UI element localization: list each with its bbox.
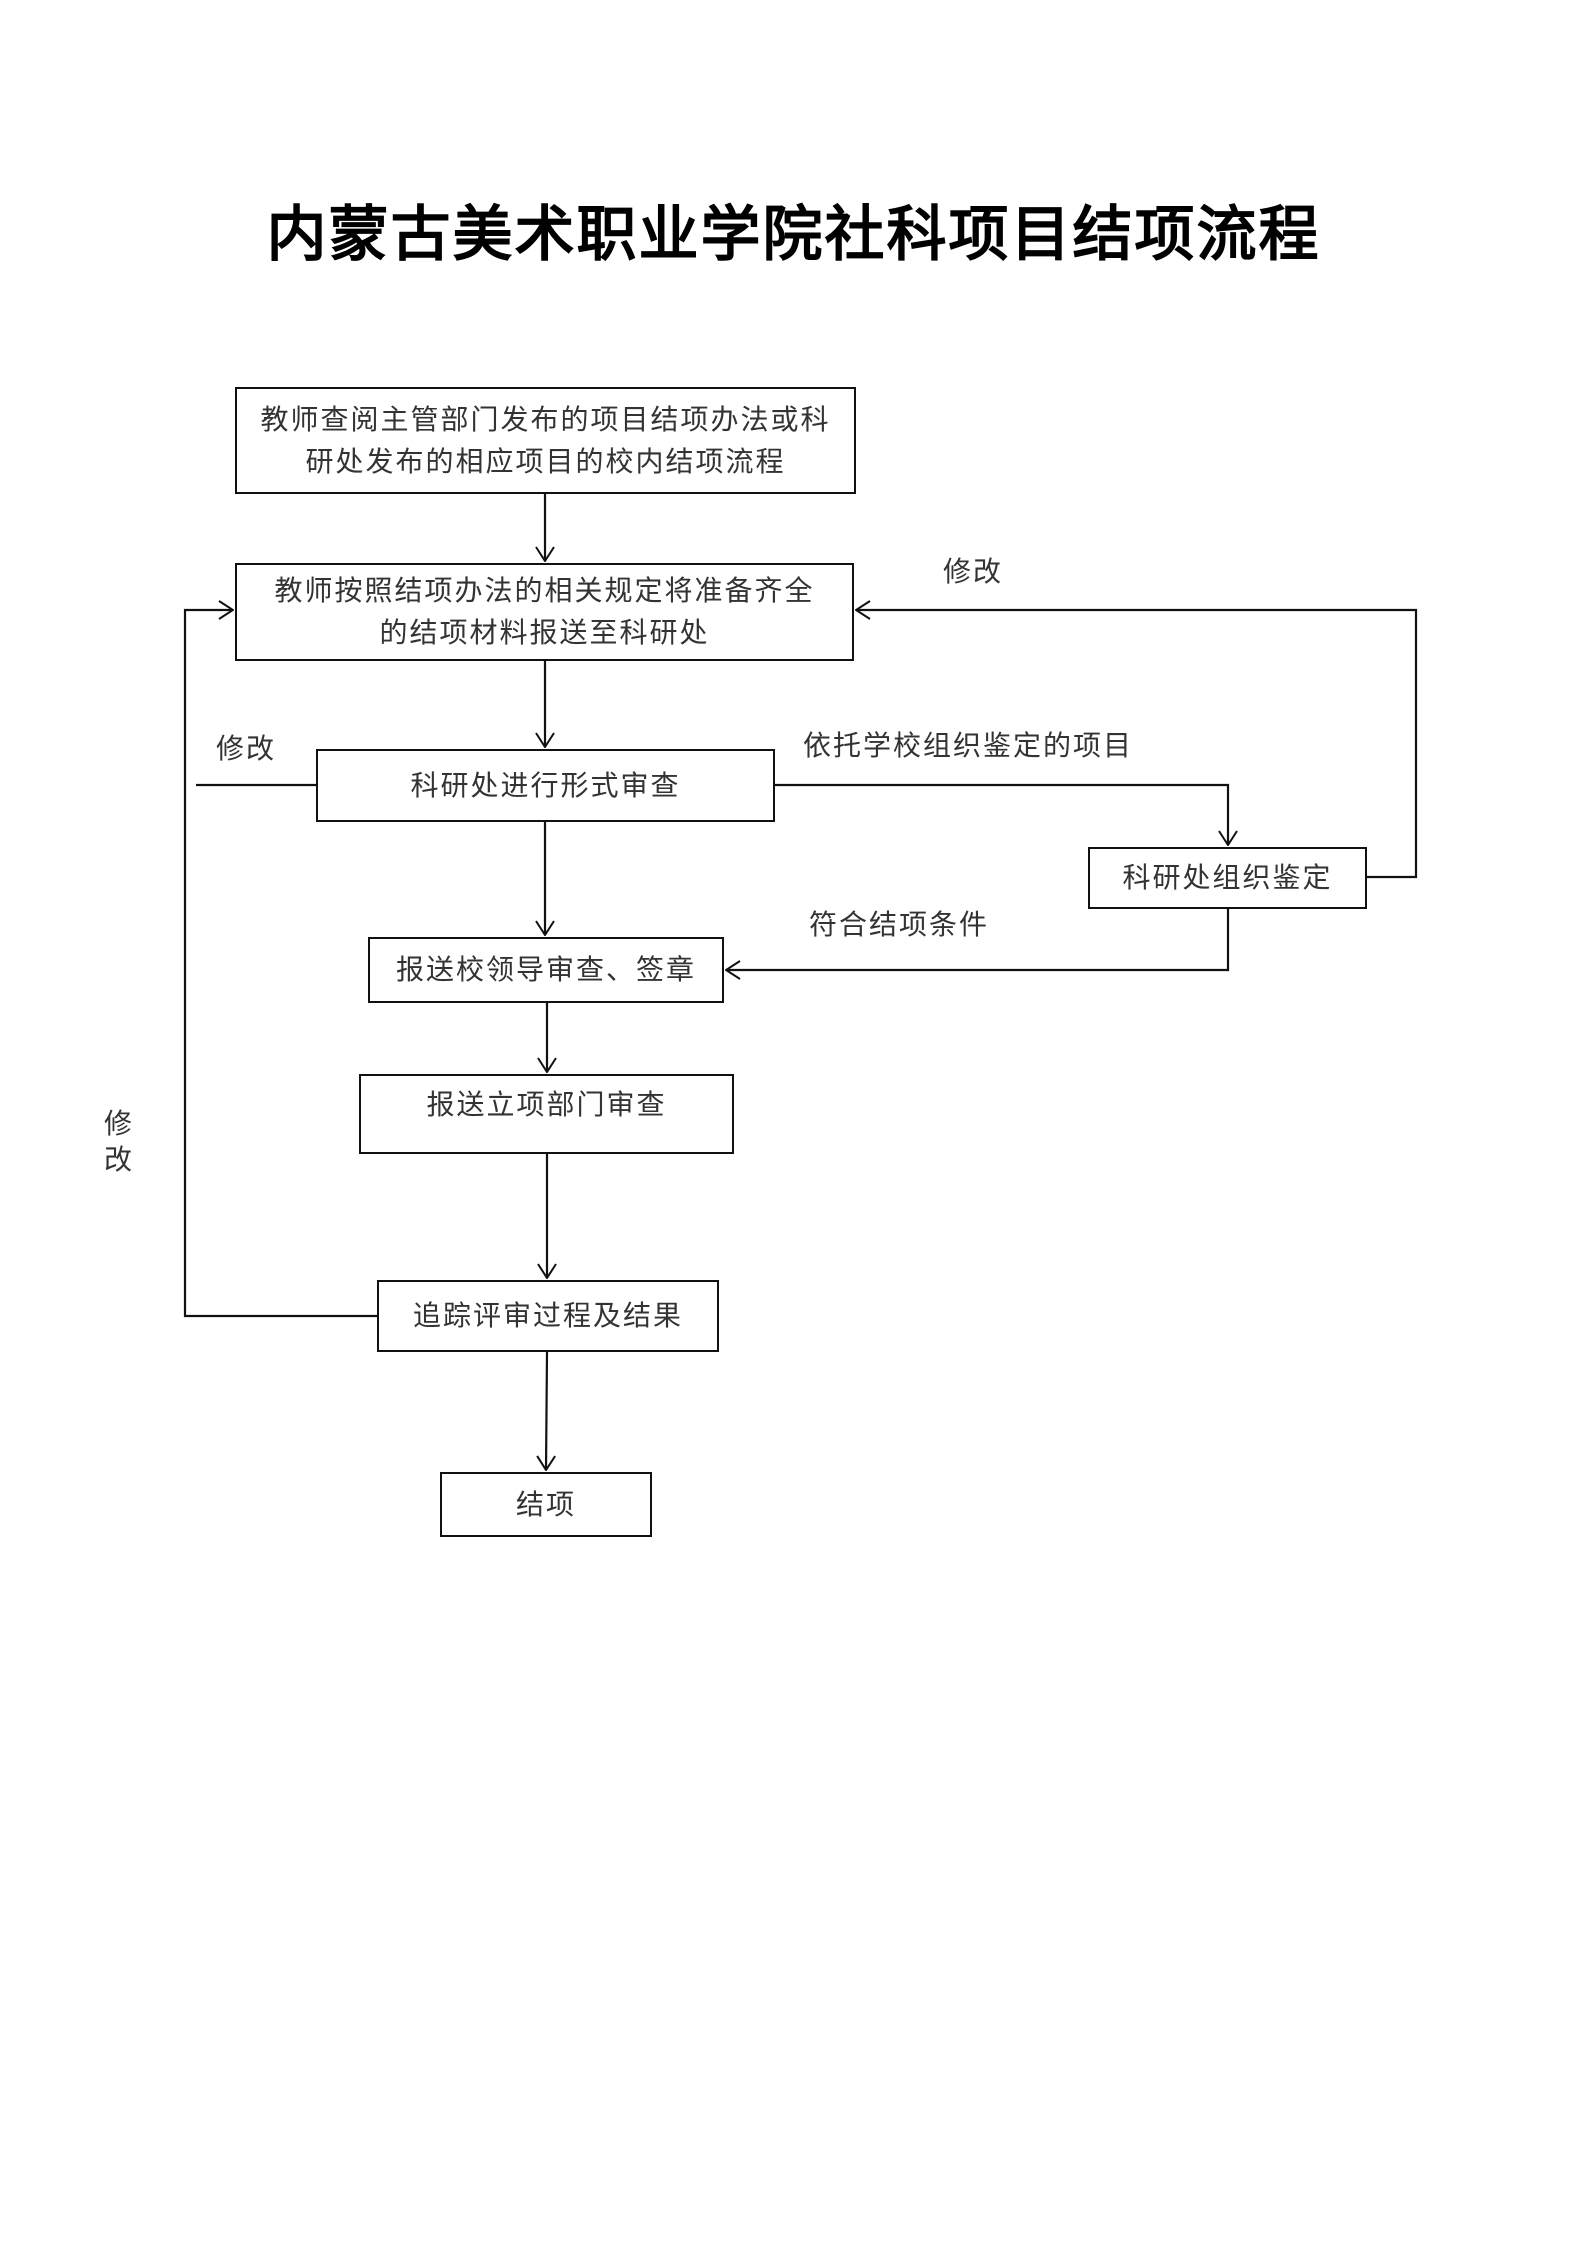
meets-conditions-label: 符合结项条件 xyxy=(809,908,990,941)
step4-text: 科研处组织鉴定 xyxy=(1122,861,1333,894)
step3-text: 科研处进行形式审查 xyxy=(410,768,681,802)
step6-text: 报送立项部门审查 xyxy=(426,1088,667,1121)
step8-text: 结项 xyxy=(515,1487,576,1521)
revise-vertical-label: 修改 xyxy=(103,1107,132,1176)
step5-text: 报送校领导审查、签章 xyxy=(395,953,696,986)
page-title: 内蒙古美术职业学院社科项目结项流程 xyxy=(266,200,1321,270)
revise-right-label: 修改 xyxy=(943,555,1004,588)
step2-text: 教师按照结项办法的相关规定将准备齐全的结项材料报送至科研处 xyxy=(274,574,815,649)
step7-box: 追踪评审过程及结果 xyxy=(377,1280,719,1352)
step2-box: 教师按照结项办法的相关规定将准备齐全的结项材料报送至科研处 xyxy=(235,563,854,661)
step1-text: 教师查阅主管部门发布的项目结项办法或科研处发布的相应项目的校内结项流程 xyxy=(260,402,831,478)
arrow-7-8 xyxy=(546,1351,547,1470)
arrow-7-2-revise xyxy=(183,610,377,1318)
step5-box: 报送校领导审查、签章 xyxy=(368,937,724,1003)
step1-box: 教师查阅主管部门发布的项目结项办法或科研处发布的相应项目的校内结项流程 xyxy=(235,387,856,494)
arrow-3-4 xyxy=(775,783,1228,845)
step7-text: 追踪评审过程及结果 xyxy=(412,1299,683,1332)
step6-box: 报送立项部门审查 xyxy=(359,1074,734,1154)
arrow-4-5 xyxy=(726,909,1230,970)
school-appraisal-label: 依托学校组织鉴定的项目 xyxy=(803,729,1134,762)
step8-box: 结项 xyxy=(440,1472,652,1537)
arrow-4-2-revise xyxy=(856,610,1418,879)
step3-box: 科研处进行形式审查 xyxy=(316,749,775,822)
revise-left-label: 修改 xyxy=(216,732,277,765)
step4-box: 科研处组织鉴定 xyxy=(1088,847,1367,909)
